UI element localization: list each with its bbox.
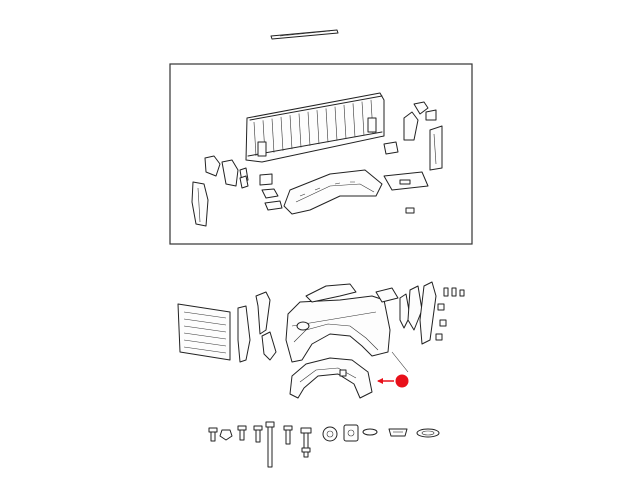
panel-rib <box>316 110 320 145</box>
fastener-stud <box>300 427 312 458</box>
panel-rib <box>271 118 275 153</box>
bed-assembly-frame <box>169 63 473 245</box>
left-pillar <box>191 181 209 227</box>
panel-rib <box>298 113 302 148</box>
panel-rib <box>307 111 311 146</box>
box-side-panel <box>285 295 391 363</box>
loose-front-panel <box>177 303 231 361</box>
fastener-washer-nut <box>322 426 338 442</box>
left-corner-brackets <box>204 155 283 211</box>
panel-rib <box>361 101 365 136</box>
rear-corner-brackets <box>399 281 465 345</box>
top-trim-strip <box>270 29 339 40</box>
fasteners-row <box>208 421 440 468</box>
wheelhouse-liner <box>289 357 373 399</box>
left-side-pillars <box>237 291 277 363</box>
panel-rib <box>183 311 227 319</box>
panel-rib <box>334 106 338 141</box>
panel-rib <box>352 103 356 138</box>
panel-rib <box>280 116 284 151</box>
panel-rib <box>183 325 227 333</box>
panel-rib <box>183 318 227 326</box>
side-top-rail <box>305 283 399 303</box>
panel-rib <box>183 339 227 347</box>
highlight-dot <box>395 374 409 388</box>
fastener-bolt <box>283 425 293 445</box>
panel-rib <box>253 121 257 157</box>
fastener-oval-plug <box>416 428 440 438</box>
fastener-bolt <box>208 427 218 442</box>
panel-rib <box>289 115 293 150</box>
front-bed-panel <box>245 92 385 163</box>
highlight-callout <box>377 374 409 388</box>
fastener-nut <box>219 429 233 441</box>
right-floor-plate <box>383 171 429 214</box>
panel-rib <box>343 104 347 140</box>
panel-rib <box>325 108 329 143</box>
fastener-bolt <box>253 425 263 443</box>
bed-floor-crossmember <box>283 169 383 215</box>
panel-rib <box>183 346 227 354</box>
fastener-long-bolt <box>265 421 275 468</box>
fastener-grommet <box>388 428 408 437</box>
panel-rib <box>183 332 227 340</box>
fastener-plug <box>362 428 378 436</box>
right-corner-brackets <box>383 101 443 171</box>
fastener-bolt <box>237 425 247 441</box>
fastener-clip-nut <box>343 424 359 442</box>
leader-line <box>391 351 409 373</box>
